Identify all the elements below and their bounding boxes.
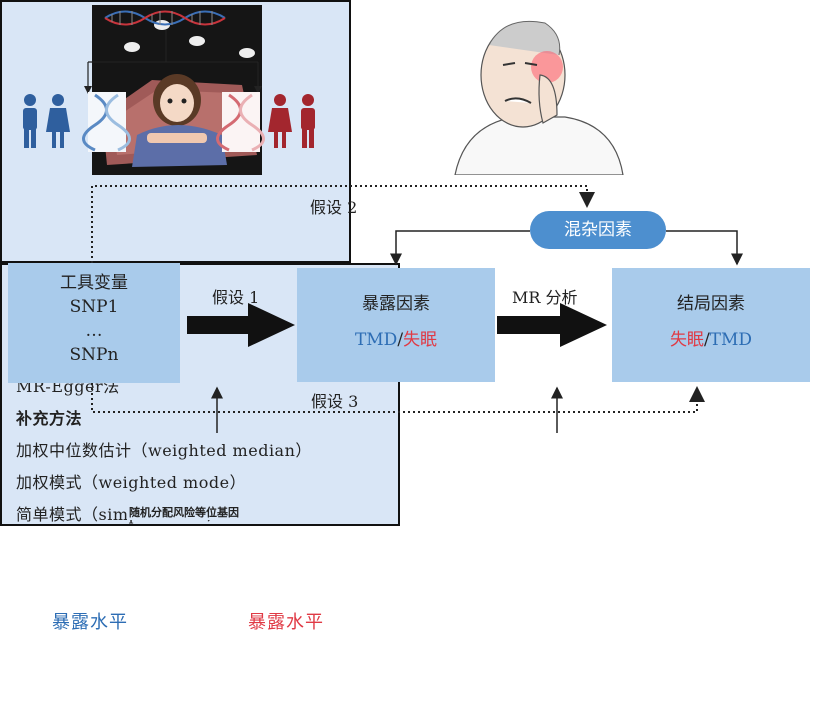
instrumental-variable-box: 工具变量 SNP1 … SNPn xyxy=(8,263,180,383)
genetic-randomization-panel xyxy=(0,0,351,263)
confounder-to-exposure xyxy=(390,230,530,266)
confounder-to-outcome xyxy=(666,230,743,266)
tmd-pain-illustration xyxy=(445,5,625,175)
outcome-title: 结局因素 xyxy=(677,294,745,314)
exposure-tmd: TMD xyxy=(354,330,398,350)
exposure-slash: / xyxy=(397,330,404,350)
outcome-slash: / xyxy=(703,330,710,350)
exposure-level-left: 暴露水平 xyxy=(52,612,128,633)
exposure-box: 暴露因素 TMD/失眠 xyxy=(297,268,495,382)
person-pair-left-icon xyxy=(23,94,70,148)
outcome-box: 结局因素 失眠/TMD xyxy=(612,268,810,382)
person-pair-right-icon xyxy=(268,94,315,148)
confounder-pill: 混杂因素 xyxy=(530,211,666,249)
exposure-insomnia: 失眠 xyxy=(403,330,438,350)
iv-title: 工具变量 xyxy=(60,273,128,293)
assumption2-label: 假设 2 xyxy=(310,198,358,217)
dna-helix-left-icon xyxy=(82,92,131,152)
outcome-insomnia: 失眠 xyxy=(669,330,704,350)
exposure-values: TMD/失眠 xyxy=(297,328,495,352)
assumption1-arrow xyxy=(187,303,295,347)
snp-last: SNPn xyxy=(69,345,119,365)
assumption3-label: 假设 3 xyxy=(311,392,359,411)
exposure-level-right: 暴露水平 xyxy=(248,612,324,633)
outcome-values: 失眠/TMD xyxy=(612,328,810,352)
outcome-tmd: TMD xyxy=(709,330,753,350)
dna-helix-right-icon xyxy=(216,92,265,152)
assumption3-path xyxy=(91,383,705,413)
methods-line: 加权中位数估计（weighted median） xyxy=(16,441,312,460)
dna-strand-icon xyxy=(104,10,226,26)
snp-first: SNP1 xyxy=(69,297,119,317)
exposure-title: 暴露因素 xyxy=(362,294,430,314)
random-allocation-label: 随机分配风险等位基因 xyxy=(127,504,241,520)
assumption2-path xyxy=(91,185,595,263)
methods-line: 加权模式（weighted mode） xyxy=(16,473,247,492)
mr-arrow xyxy=(497,303,607,347)
snp-ellipsis: … xyxy=(85,321,103,341)
methods-line: 补充方法 xyxy=(16,409,83,428)
mr-analysis-label: MR 分析 xyxy=(512,288,578,307)
assumption1-label: 假设 1 xyxy=(212,288,260,307)
